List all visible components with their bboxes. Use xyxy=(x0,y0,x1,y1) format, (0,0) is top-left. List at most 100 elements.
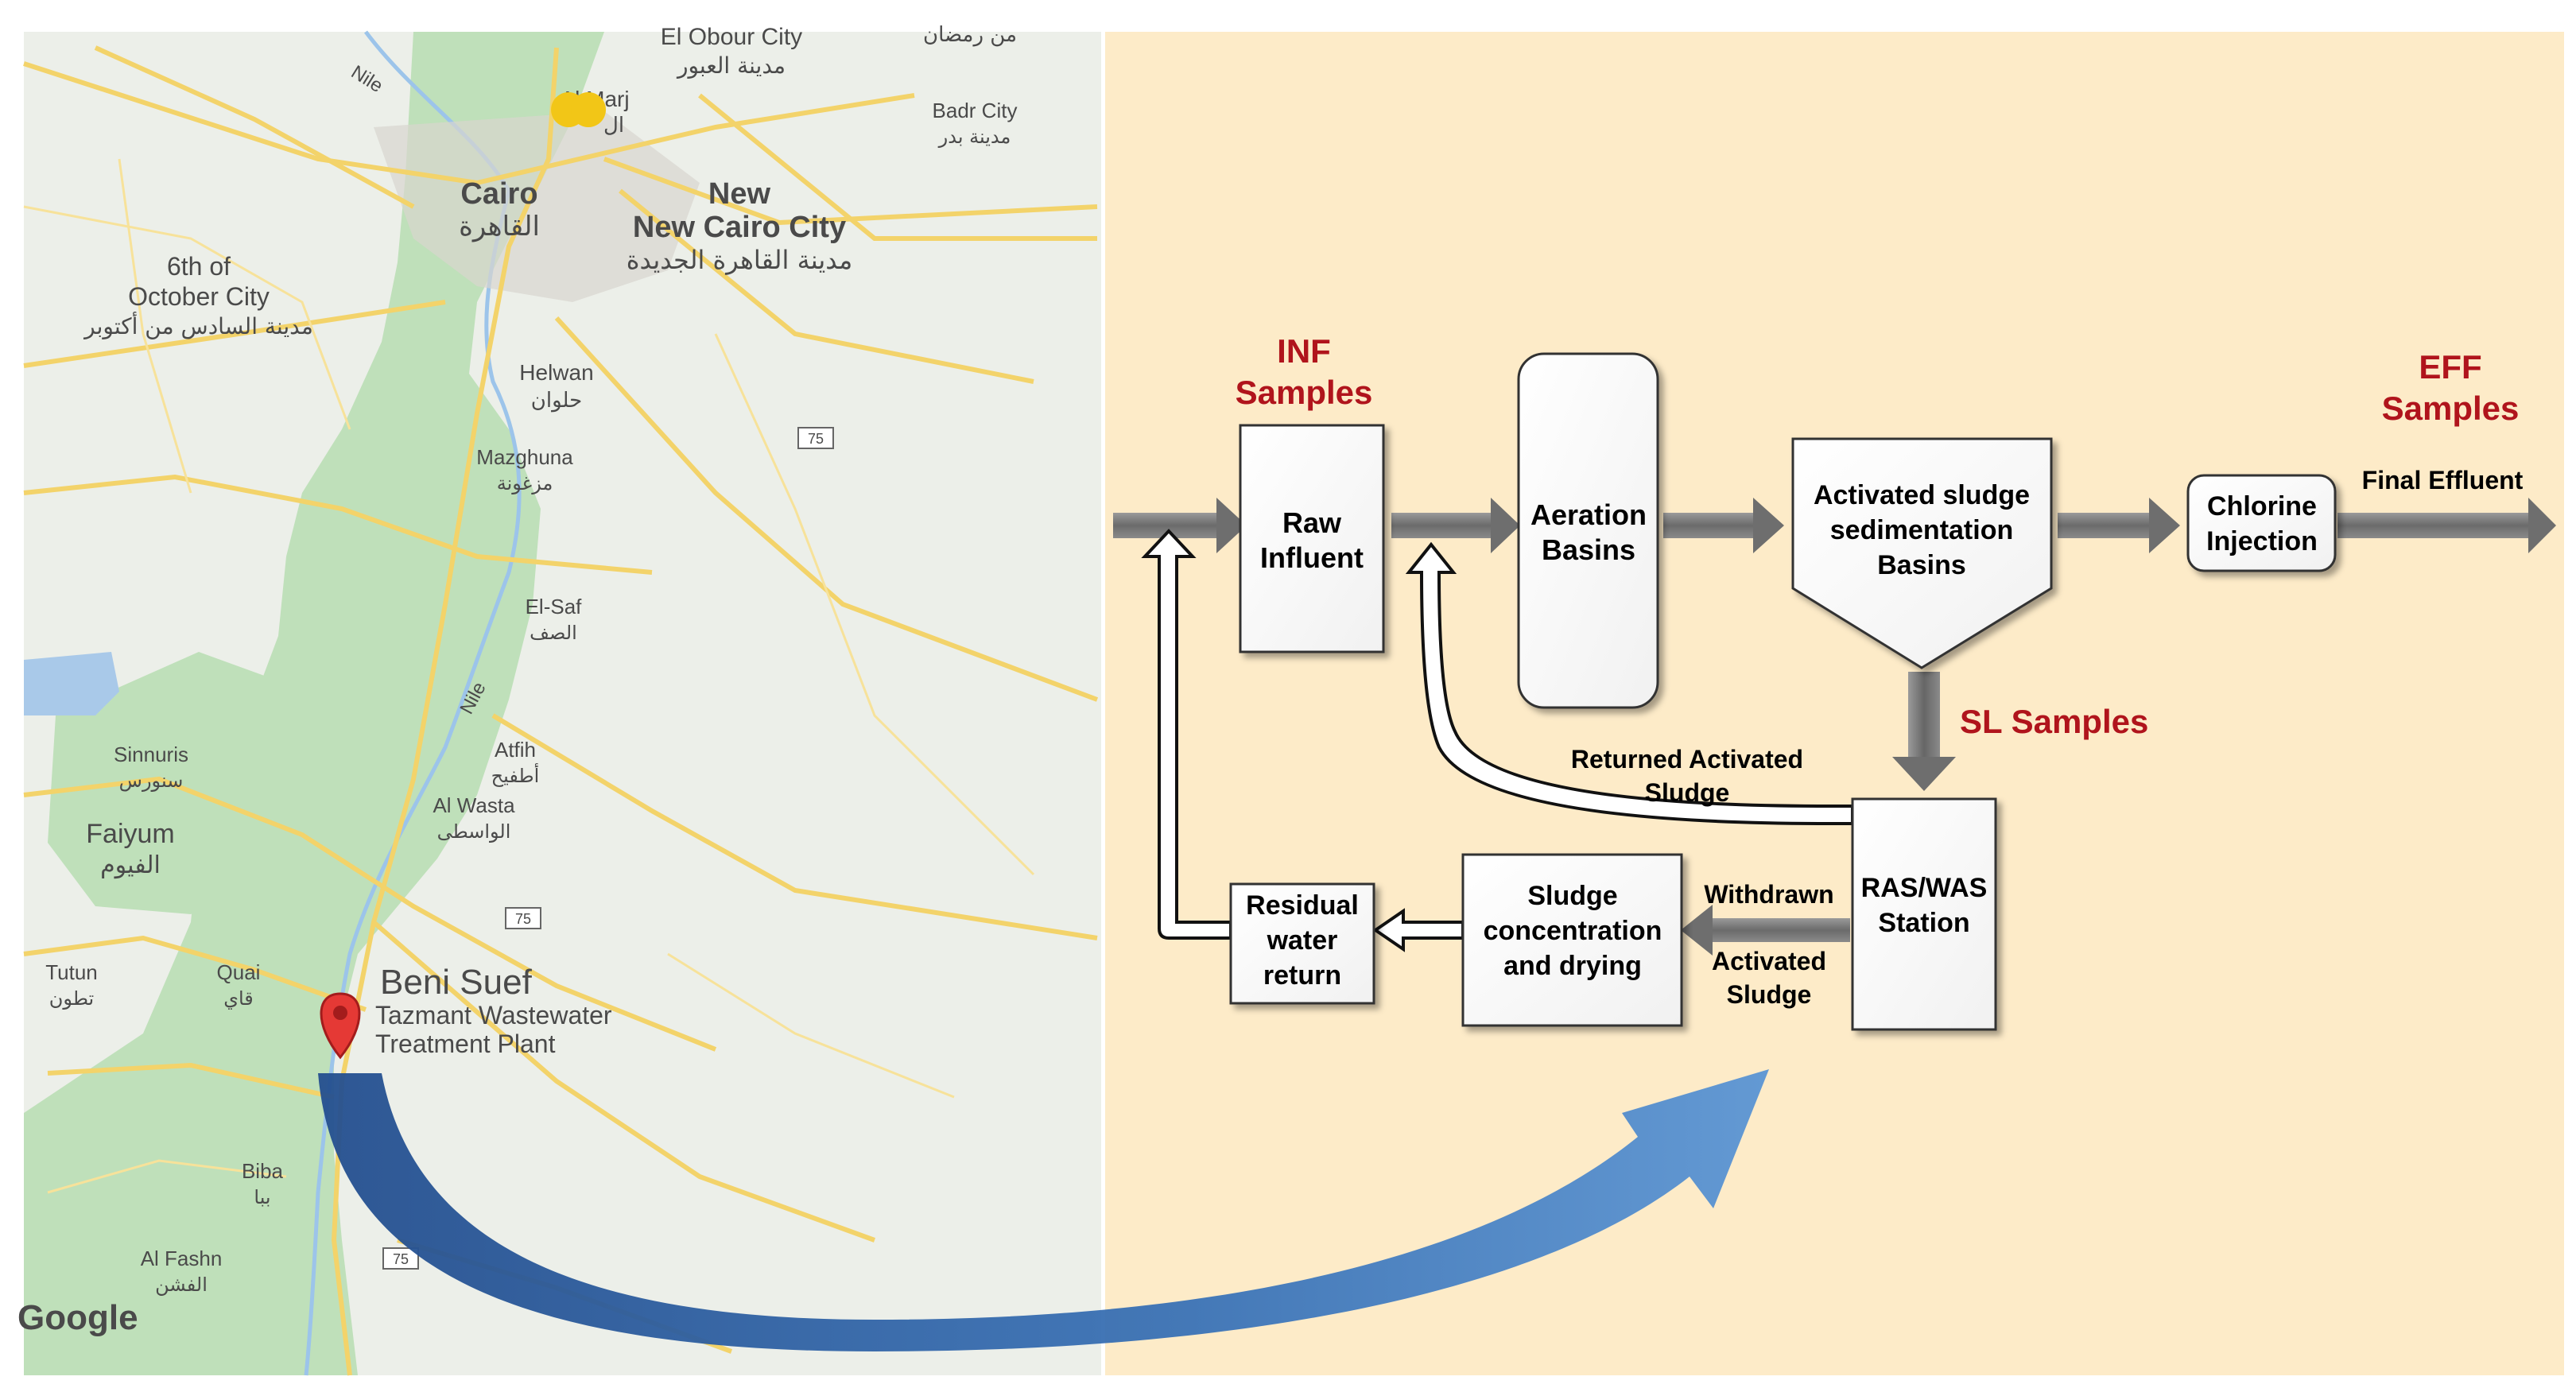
lake-qarun xyxy=(24,652,119,715)
svg-text:Faiyum: Faiyum xyxy=(86,819,174,849)
svg-text:مدينة السادس من أكتوبر: مدينة السادس من أكتوبر xyxy=(83,311,313,339)
returned-sludge-arrow xyxy=(1405,541,1854,825)
eff-samples-label-line2: Samples xyxy=(2382,390,2520,427)
cairo-urban xyxy=(374,111,700,302)
svg-text:New: New xyxy=(708,177,771,211)
faiyum-green xyxy=(48,652,318,914)
svg-text:El Obour City: El Obour City xyxy=(661,24,802,50)
inf-samples-label-line2: Samples xyxy=(1236,374,1373,411)
diagram-panel: Raw Influent Aeration Basins Activated s… xyxy=(1105,32,2564,1375)
city-label-helwan: Helwan حلوان xyxy=(519,360,593,413)
pin-subtitle-line2: Treatment Plant xyxy=(375,1029,556,1058)
svg-text:قاي: قاي xyxy=(223,987,254,1010)
city-label-al-wasta: Al Wasta الواسطى xyxy=(433,793,515,843)
city-label-atfih: Atfih أطفيح xyxy=(491,738,540,787)
minor-roads xyxy=(23,158,1035,1194)
road-shield: 75 xyxy=(382,1247,419,1270)
withdrawn-label-line1: Withdrawn xyxy=(1704,880,1833,909)
city-label-quai: Quai قاي xyxy=(217,960,261,1010)
city-label-al-fashn: Al Fashn الفشن xyxy=(141,1247,223,1296)
svg-text:October City: October City xyxy=(128,282,270,311)
road-shield: 75 xyxy=(797,427,834,449)
eff-samples-label-line1: EFF xyxy=(2419,348,2481,386)
svg-text:أطفيح: أطفيح xyxy=(491,763,540,787)
city-label-el-obour: El Obour City مدينة العبور xyxy=(661,24,802,79)
google-logo: Google xyxy=(17,1298,138,1337)
final-effluent-label: Final Effluent xyxy=(2362,466,2524,494)
road-shield-label: 75 xyxy=(808,431,824,447)
aeration-basins-box xyxy=(1517,352,1659,709)
sedimentation-label-line1: Activated sludge xyxy=(1814,480,2030,510)
svg-text:Cairo: Cairo xyxy=(460,177,537,211)
flow-arrow-withdrawn-sludge xyxy=(1681,905,1850,956)
svg-text:الصف: الصف xyxy=(530,622,577,644)
aeration-label-line1: Aeration xyxy=(1530,498,1647,531)
svg-text:الفيوم: الفيوم xyxy=(100,851,161,879)
raw-influent-box xyxy=(1239,424,1385,653)
svg-text:Al Wasta: Al Wasta xyxy=(433,793,515,817)
sludge-concentration-box xyxy=(1461,853,1683,1027)
road-shield: 75 xyxy=(505,907,541,929)
withdrawn-label-line3: Sludge xyxy=(1727,980,1812,1009)
sludge-conc-label-line1: Sludge xyxy=(1527,881,1617,911)
returned-sludge-label-line2: Sludge xyxy=(1645,778,1730,807)
svg-text:Helwan: Helwan xyxy=(519,360,593,385)
svg-text:القاهرة: القاهرة xyxy=(459,211,540,242)
raw-influent-label-line1: Raw xyxy=(1282,506,1342,539)
flow-arrow-aeration-to-sedimentation xyxy=(1663,498,1784,553)
svg-text:سنورس: سنورس xyxy=(119,770,184,792)
svg-text:ال: ال xyxy=(603,114,624,138)
chlorine-injection-box xyxy=(2186,474,2337,572)
svg-text:New Cairo City: New Cairo City xyxy=(633,211,846,244)
city-label-ramadan: من رمضان xyxy=(923,23,1017,47)
city-label-faiyum: Faiyum الفيوم xyxy=(86,819,174,879)
residual-water-box xyxy=(1229,882,1375,1005)
city-label-sinnuris: Sinnuris سنورس xyxy=(114,743,188,792)
flow-arrow-sedimentation-to-ras xyxy=(1892,672,1956,791)
svg-text:Sinnuris: Sinnuris xyxy=(114,743,188,766)
city-label-biba: Biba ببا xyxy=(242,1159,284,1208)
ras-was-station-box xyxy=(1851,797,1997,1031)
svg-text:Tutun: Tutun xyxy=(45,960,98,984)
svg-text:Mazghuna: Mazghuna xyxy=(476,445,573,469)
city-label-el-saf: El-Saf الصف xyxy=(526,595,583,644)
svg-text:Biba: Biba xyxy=(242,1159,284,1183)
map-marker-star xyxy=(551,92,607,127)
residual-label-line1: Residual xyxy=(1246,890,1359,921)
road-shield-label: 75 xyxy=(393,1251,409,1267)
svg-text:Badr City: Badr City xyxy=(933,99,1018,122)
svg-text:مدينة بدر: مدينة بدر xyxy=(938,126,1011,148)
flow-arrow-sedimentation-to-chlorine xyxy=(2058,498,2180,553)
svg-text:Al Fashn: Al Fashn xyxy=(141,1247,223,1270)
raw-influent-label-line2: Influent xyxy=(1260,541,1364,574)
sl-samples-label: SL Samples xyxy=(1960,703,2148,740)
chlorine-label-line2: Injection xyxy=(2206,526,2318,556)
aeration-label-line2: Basins xyxy=(1542,533,1635,566)
map-panel: 75 75 75 Nile Nile El Obour City مدينة ا… xyxy=(17,23,1101,1376)
city-label-tutun: Tutun تطون xyxy=(45,960,98,1010)
svg-text:El-Saf: El-Saf xyxy=(526,595,583,618)
returned-sludge-label-line1: Returned Activated xyxy=(1571,745,1803,774)
location-pin-icon xyxy=(320,992,361,1060)
svg-text:Atfih: Atfih xyxy=(495,738,536,762)
nile-valley-green xyxy=(24,32,604,1375)
svg-text:حلوان: حلوان xyxy=(531,389,582,413)
city-label-badr: Badr City مدينة بدر xyxy=(933,99,1018,148)
withdrawn-label-line2: Activated xyxy=(1712,947,1826,975)
chlorine-label-line1: Chlorine xyxy=(2207,491,2317,522)
svg-text:من رمضان: من رمضان xyxy=(923,23,1017,47)
residual-label-line2: water xyxy=(1267,925,1338,956)
svg-text:6th of: 6th of xyxy=(167,252,231,281)
ras-was-label-line2: Station xyxy=(1878,908,1969,938)
sedimentation-basins-shape xyxy=(1791,437,2053,669)
inf-samples-label-line1: INF xyxy=(1277,332,1331,370)
city-label-new-cairo: New New Cairo City مدينة القاهرة الجديدة xyxy=(627,177,852,275)
svg-text:مزغونة: مزغونة xyxy=(497,472,553,494)
svg-text:مدينة القاهرة الجديدة: مدينة القاهرة الجديدة xyxy=(627,245,852,275)
pin-title: Beni Suef xyxy=(380,963,533,1002)
road-shield-label: 75 xyxy=(515,911,531,927)
svg-text:الواسطى: الواسطى xyxy=(437,820,511,843)
residual-label-line3: return xyxy=(1263,960,1341,991)
